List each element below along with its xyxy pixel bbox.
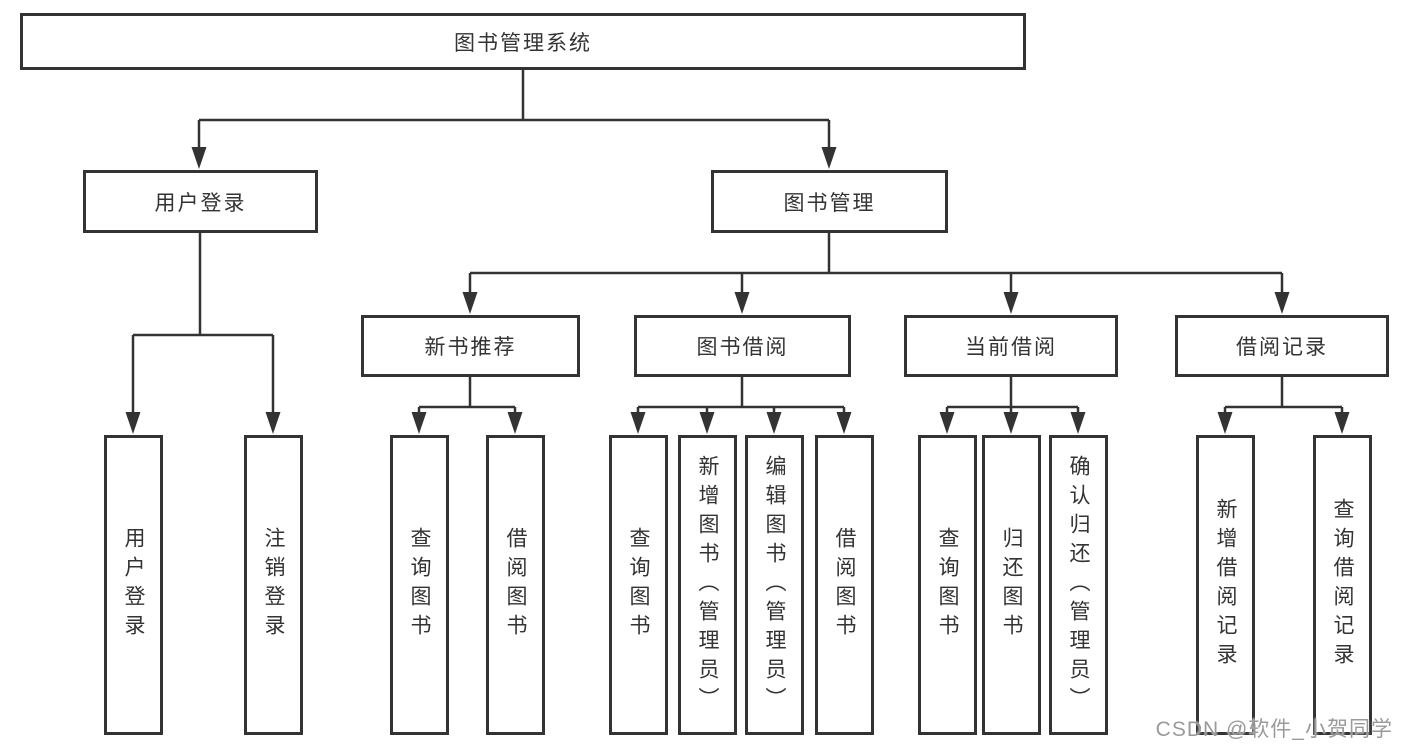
leaf-user-login: 用户登录 — [104, 435, 163, 735]
leaf-cb-confirm-return-admin: 确认归还（管理员） — [1049, 435, 1108, 735]
leaf-cb-return-books-label: 归还图书 — [1000, 527, 1023, 643]
node-current-borrow: 当前借阅 — [904, 315, 1118, 377]
arrow-down-icon — [630, 412, 646, 434]
arrow-down-icon — [1334, 412, 1350, 434]
leaf-bb-borrow-books-label: 借阅图书 — [833, 527, 856, 643]
leaf-cb-query-books-label: 查询图书 — [936, 527, 959, 643]
node-current-borrow-label: 当前借阅 — [965, 336, 1057, 359]
leaf-cb-query-books: 查询图书 — [918, 435, 977, 735]
arrow-down-icon — [1003, 412, 1019, 434]
leaf-logout: 注销登录 — [244, 435, 303, 735]
node-user-login: 用户登录 — [83, 170, 318, 233]
node-book-management-label: 图书管理 — [783, 191, 876, 215]
leaf-bb-edit-book-admin-label: 编辑图书（管理员） — [763, 454, 786, 716]
node-new-book-recommend: 新书推荐 — [361, 315, 580, 377]
node-root: 图书管理系统 — [20, 13, 1026, 70]
node-new-book-recommend-label: 新书推荐 — [424, 336, 517, 359]
node-borrow-records: 借阅记录 — [1175, 315, 1389, 377]
leaf-br-add-record: 新增借阅记录 — [1196, 435, 1255, 735]
leaf-br-query-record: 查询借阅记录 — [1313, 435, 1372, 735]
node-book-borrow: 图书借阅 — [634, 315, 851, 377]
leaf-br-query-record-label: 查询借阅记录 — [1331, 498, 1354, 672]
arrow-down-icon — [1217, 412, 1233, 434]
leaf-nbr-borrow-books: 借阅图书 — [486, 435, 545, 735]
arrow-down-icon — [821, 147, 837, 169]
leaf-nbr-borrow-books-label: 借阅图书 — [504, 527, 527, 643]
arrow-down-icon — [191, 147, 207, 169]
leaf-bb-borrow-books: 借阅图书 — [815, 435, 874, 735]
leaf-bb-query-books-label: 查询图书 — [627, 527, 650, 643]
arrow-down-icon — [507, 412, 523, 434]
node-user-login-label: 用户登录 — [154, 191, 247, 215]
arrow-down-icon — [734, 292, 750, 314]
arrow-down-icon — [1070, 412, 1086, 434]
leaf-bb-query-books: 查询图书 — [609, 435, 668, 735]
node-borrow-records-label: 借阅记录 — [1236, 336, 1328, 359]
arrow-down-icon — [125, 412, 141, 434]
leaf-br-add-record-label: 新增借阅记录 — [1214, 498, 1237, 672]
leaf-cb-confirm-return-admin-label: 确认归还（管理员） — [1067, 454, 1090, 716]
node-book-management: 图书管理 — [711, 170, 948, 233]
arrow-down-icon — [766, 412, 782, 434]
arrow-down-icon — [265, 412, 281, 434]
leaf-nbr-query-books-label: 查询图书 — [408, 527, 431, 643]
leaf-logout-label: 注销登录 — [262, 527, 285, 643]
arrow-down-icon — [699, 412, 715, 434]
leaf-nbr-query-books: 查询图书 — [390, 435, 449, 735]
arrow-down-icon — [939, 412, 955, 434]
node-book-borrow-label: 图书借阅 — [696, 336, 789, 359]
leaf-bb-add-book-admin-label: 新增图书（管理员） — [696, 454, 719, 716]
arrow-down-icon — [411, 412, 427, 434]
watermark: CSDN @软件_小贺同学 — [1155, 718, 1393, 741]
node-root-label: 图书管理系统 — [454, 31, 592, 55]
arrow-down-icon — [836, 412, 852, 434]
arrow-down-icon — [1003, 292, 1019, 314]
leaf-bb-add-book-admin: 新增图书（管理员） — [678, 435, 737, 735]
leaf-bb-edit-book-admin: 编辑图书（管理员） — [745, 435, 804, 735]
arrow-down-icon — [462, 292, 478, 314]
leaf-user-login-label: 用户登录 — [122, 527, 145, 643]
leaf-cb-return-books: 归还图书 — [982, 435, 1041, 735]
arrow-down-icon — [1274, 292, 1290, 314]
